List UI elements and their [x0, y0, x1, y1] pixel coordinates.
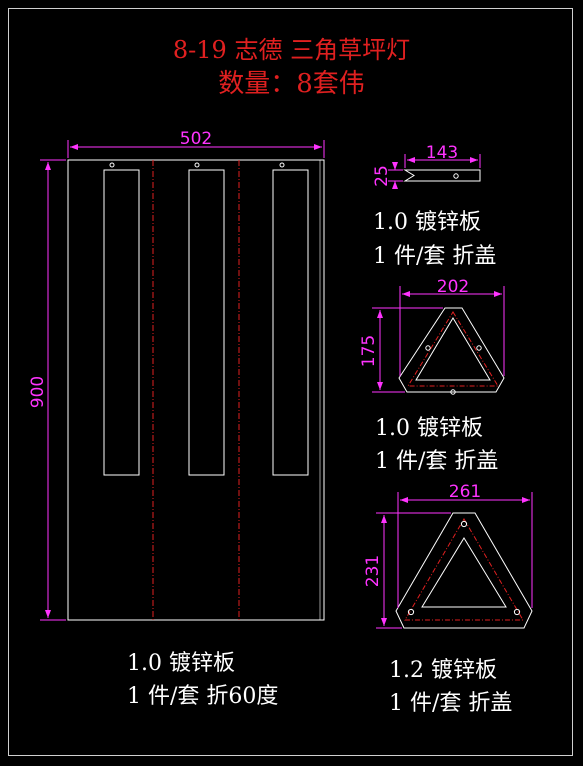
large-triangle-height-label: 231 — [363, 555, 383, 587]
drawing-title: 8-19 志德 三角草坪灯 — [172, 36, 411, 64]
small-triangle-process-note: 1 件/套 折盖 — [375, 449, 499, 474]
panel-hole — [279, 162, 285, 168]
small-triangle-height-dimension — [372, 307, 443, 393]
main-panel — [67, 159, 325, 621]
panel-outline — [67, 159, 325, 621]
panel-height-dimension — [40, 159, 66, 621]
bracket-process-note: 1 件/套 折盖 — [373, 244, 497, 269]
bracket-width-dimension — [404, 154, 481, 168]
bracket-height-dimension — [388, 162, 403, 189]
small-triangle-width-label: 202 — [437, 277, 469, 297]
large-triangle-width-label: 261 — [449, 482, 481, 502]
bracket-material-note: 1.0 镀锌板 — [373, 210, 481, 235]
bracket-height-label: 25 — [372, 165, 392, 187]
panel-height-label: 900 — [28, 376, 48, 408]
small-triangle-width-dimension — [399, 286, 505, 376]
small-triangle-material-note: 1.0 镀锌板 — [375, 416, 483, 441]
large-triangle-height-dimension — [376, 512, 451, 629]
drawing-quantity: 数量：8套伟 — [218, 69, 365, 99]
panel-slot-1 — [103, 169, 140, 476]
panel-slot-3 — [272, 169, 309, 476]
drawing-frame — [8, 8, 573, 756]
panel-hole — [109, 162, 115, 168]
large-triangle-material-note: 1.2 镀锌板 — [389, 658, 497, 683]
panel-width-label: 502 — [180, 129, 212, 149]
panel-material-note: 1.0 镀锌板 — [127, 651, 235, 676]
small-triangle-part — [398, 307, 505, 395]
panel-hole — [194, 162, 200, 168]
large-triangle-part — [395, 512, 533, 629]
panel-width-dimension — [67, 140, 325, 158]
panel-slot-2 — [188, 169, 225, 476]
large-triangle-width-dimension — [397, 492, 533, 608]
bracket-width-label: 143 — [426, 143, 458, 163]
large-triangle-process-note: 1 件/套 折盖 — [389, 691, 513, 716]
small-triangle-height-label: 175 — [359, 335, 379, 367]
bracket-part — [403, 169, 481, 182]
panel-process-note: 1 件/套 折60度 — [127, 684, 279, 709]
